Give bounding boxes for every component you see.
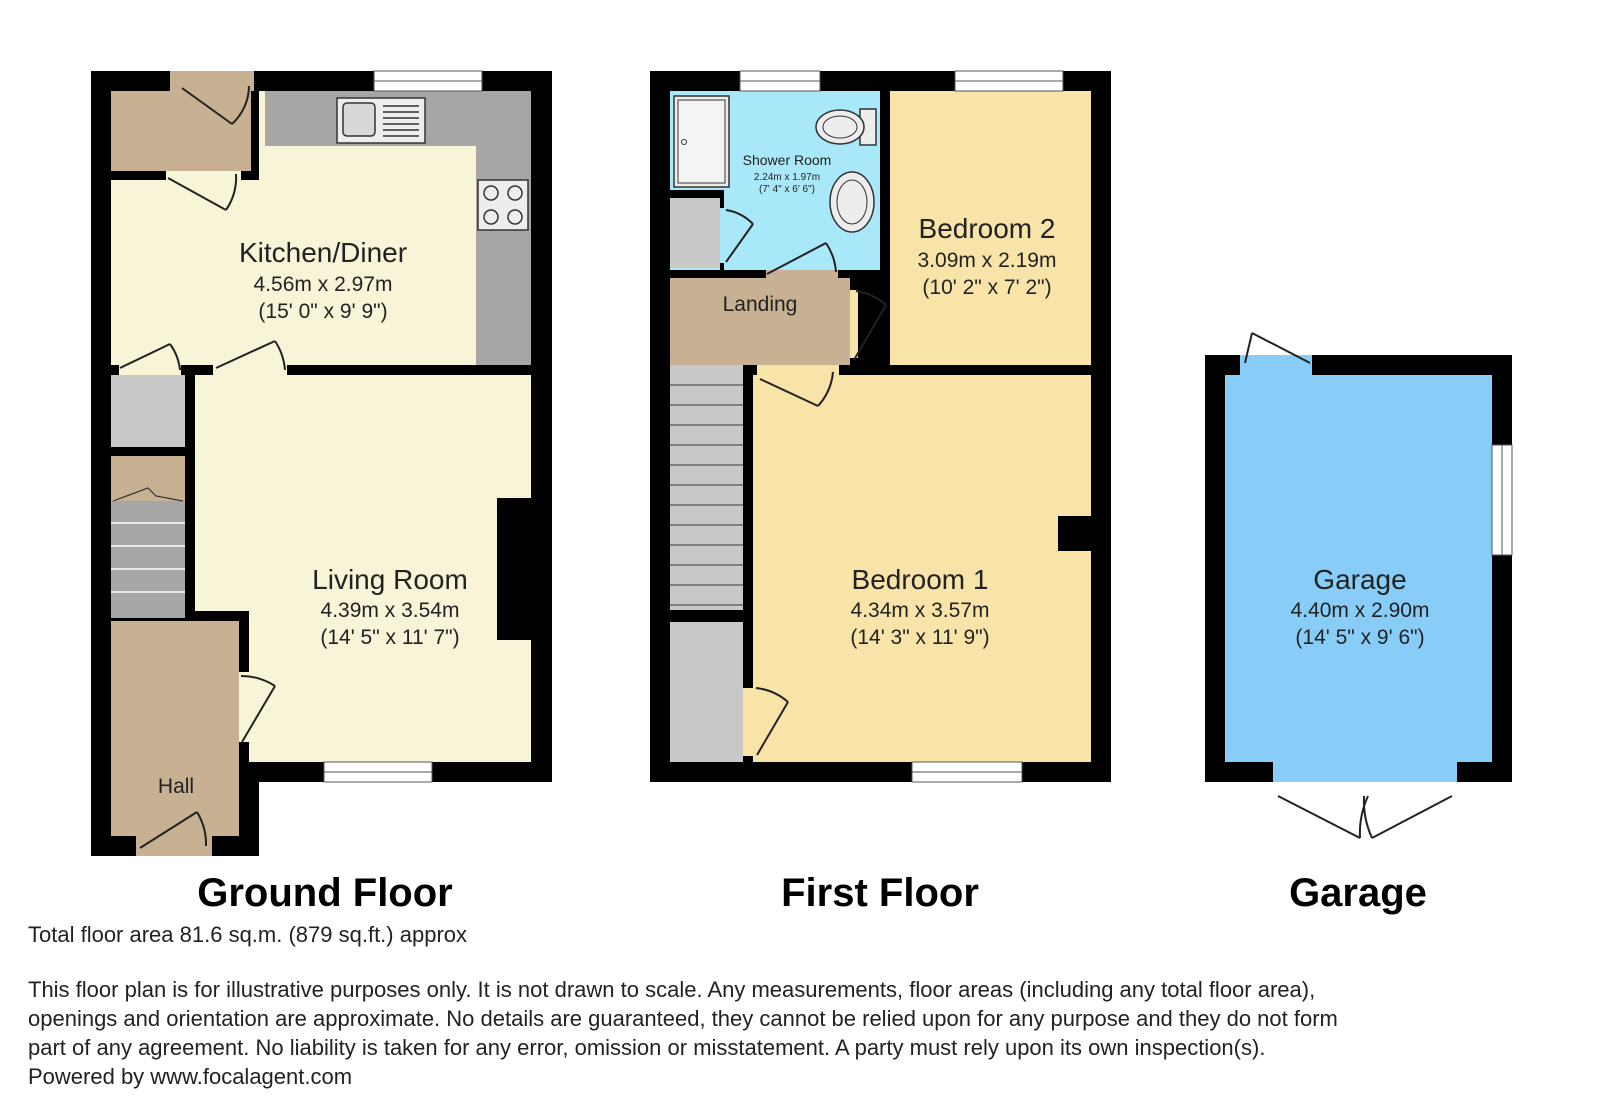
ground-doors [119,71,287,856]
shower-room-metric: 2.24m x 1.97m [754,172,820,183]
chimney-breast-first [1058,516,1091,551]
bedroom-1-label: Bedroom 1 [852,564,989,595]
ground-store [111,375,185,447]
shower-room-imperial: (7' 4" x 6' 6") [759,184,815,195]
bedroom-1-imperial: (14' 3" x 11' 9") [850,626,989,649]
first-stairs-treads [670,384,743,606]
living-room-hall-wall [195,611,249,621]
garage-floor [1225,375,1492,762]
kitchen-diner-imperial: (15' 0" x 9' 9") [258,300,387,323]
ground-stairs-treads [111,522,185,593]
chimney-breast-ground [497,498,531,640]
total-floor-area: Total floor area 81.6 sq.m. (879 sq.ft.)… [28,922,468,947]
toilet-seat [822,115,858,139]
kitchen-hob-rings [483,185,523,225]
garage-imperial: (14' 5" x 9' 6") [1295,626,1424,649]
garage-label: Garage [1313,564,1406,595]
stair-arrow [112,487,184,502]
shower-room-label: Shower Room [743,152,832,168]
living-room-metric: 4.39m x 3.54m [321,599,460,622]
garage-plan: Garage 4.40m x 2.90m (14' 5" x 9' 6") [1205,332,1513,839]
shower-tray-inner [677,99,726,184]
disclaimer-line: part of any agreement. No liability is t… [28,1035,1266,1060]
living-room-floor-lower [249,621,531,762]
ground-floor-plan: Kitchen/Diner 4.56m x 2.97m (15' 0" x 9'… [91,70,552,856]
first-floor-doors [720,208,887,756]
cupboard-top-left-fill [111,91,251,171]
bedroom-2-imperial: (10' 2" x 7' 2") [922,276,1051,299]
garage-metric: 4.40m x 2.90m [1291,599,1430,622]
first-floor-title: First Floor [781,871,979,915]
ground-store-wall-right [185,375,195,615]
kitchen-sink-bowl [342,102,376,137]
first-stairs [670,365,743,610]
ground-stairs [111,501,185,618]
garage-title: Garage [1289,871,1427,915]
kitchen-diner-metric: 4.56m x 2.97m [254,273,393,296]
living-room-imperial: (14' 5" x 11' 7") [320,626,459,649]
first-floor-plan: Shower Room 2.24m x 1.97m (7' 4" x 6' 6"… [650,70,1111,783]
kitchen-hob [477,179,529,231]
disclaimer-line: openings and orientation are approximate… [28,1006,1338,1031]
airing-cupboard-wall [670,190,724,198]
kitchen-sink-drainer [383,105,419,137]
stairs-bedroom1-wall [743,372,753,762]
living-room-label: Living Room [312,564,468,595]
kitchen-diner-label: Kitchen/Diner [239,237,407,268]
bedroom-2-label: Bedroom 2 [919,213,1056,244]
bedroom-2-metric: 3.09m x 2.19m [918,249,1057,272]
shower-bedroom2-wall [880,91,890,281]
garage-doors [1240,332,1457,839]
ground-store-wall-bottom [111,447,185,456]
airing-cupboard [670,198,720,268]
shower-drain [681,139,687,145]
bedroom-1-metric: 4.34m x 3.57m [851,599,990,622]
bedroom-1-floor [753,375,1091,762]
landing-floor [670,278,850,365]
bedroom2-bedroom1-wall [850,365,1091,375]
kitchen-living-wall [111,365,531,375]
bedroom-2-floor [890,91,1091,365]
landing-label: Landing [723,293,798,316]
ground-floor-title: Ground Floor [197,871,453,915]
basin-bowl [836,179,868,225]
understairs-cupboard [111,456,185,501]
disclaimer: This floor plan is for illustrative purp… [28,975,1588,1091]
stairs-cupboard-wall [670,612,743,622]
cupboard-wall [251,91,259,171]
powered-by: Powered by www.focalagent.com [28,1064,353,1089]
hall-label: Hall [158,775,194,798]
bedroom-cupboard [670,622,743,762]
hall-floor [111,621,239,836]
disclaimer-line: This floor plan is for illustrative purp… [28,977,1316,1002]
toilet-bowl [815,109,865,145]
